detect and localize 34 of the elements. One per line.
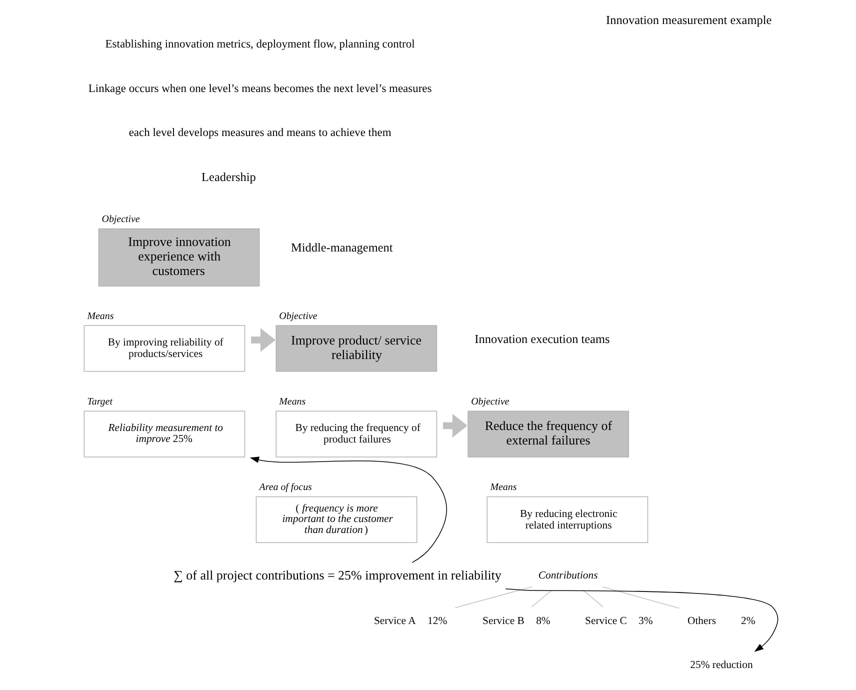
- label: each level develops measures and means to achieve them: [128, 127, 392, 140]
- arrow: [443, 414, 468, 438]
- arrow: [250, 456, 447, 563]
- node-text: ∑ of all project contributions = 25% improvement in reliability: [174, 567, 502, 582]
- diagram-title: Innovation measurement example: [606, 13, 772, 28]
- node-label: Objective: [102, 214, 140, 226]
- node-label: Means: [87, 310, 114, 322]
- label: Establishing innovation metrics, deployment flow, planning control: [105, 38, 415, 51]
- node-label: Means: [490, 482, 517, 494]
- node-text: Others: [688, 614, 716, 627]
- node-label: 12%: [428, 614, 448, 627]
- node-text: 25% reduction: [690, 658, 753, 671]
- arrow: [251, 328, 276, 352]
- connector: [531, 590, 552, 608]
- connector: [602, 586, 680, 609]
- node-label: Objective: [471, 396, 510, 408]
- label: Innovation execution teams: [474, 332, 610, 346]
- node-label: Means: [279, 396, 306, 408]
- node-text: Contributions: [538, 569, 598, 582]
- connector: [454, 586, 533, 608]
- node-text: Service B: [482, 614, 524, 627]
- node-label: Objective: [279, 310, 318, 322]
- node-text: Service C: [585, 614, 627, 627]
- node-label: 3%: [638, 614, 653, 627]
- node-label: Target: [87, 396, 112, 408]
- connector: [582, 590, 604, 608]
- label: Middle-management: [290, 240, 393, 255]
- node-text: Service A: [374, 614, 416, 627]
- label: Leadership: [202, 170, 256, 184]
- label: Linkage occurs when one level’s means becomes the next level’s measures: [88, 82, 432, 95]
- node-label: 8%: [536, 614, 550, 627]
- arrow: [505, 588, 778, 652]
- node-label: 2%: [741, 614, 756, 627]
- node-label: Area of focus: [259, 482, 312, 494]
